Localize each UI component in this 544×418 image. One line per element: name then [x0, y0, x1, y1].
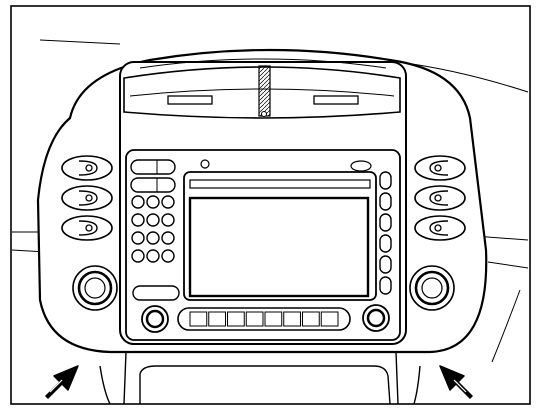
- left-side-buttons: [61, 155, 113, 241]
- function-button[interactable]: [132, 285, 180, 301]
- left-knob[interactable]: [72, 265, 118, 311]
- volume-knob[interactable]: [141, 305, 169, 333]
- arrow-bottom-left: [45, 365, 79, 399]
- softkey-right[interactable]: [379, 255, 392, 274]
- keypad-key[interactable]: [161, 231, 175, 245]
- keypad: [131, 195, 175, 263]
- preset-bar: [177, 307, 351, 331]
- keypad-key[interactable]: [131, 231, 145, 245]
- preset-button[interactable]: [264, 311, 283, 327]
- preset-button[interactable]: [208, 311, 226, 327]
- softkey-right[interactable]: [379, 171, 392, 190]
- eject-button[interactable]: [350, 160, 372, 172]
- vent-center-dot: [261, 111, 267, 117]
- cd-slot: [189, 179, 371, 189]
- indicator-led: [200, 159, 210, 169]
- softkey-right[interactable]: [379, 192, 392, 211]
- display-screen: [188, 196, 370, 298]
- preset-button[interactable]: [245, 311, 264, 327]
- vent-center-grille: [258, 65, 271, 117]
- vent-slot-left: [167, 95, 213, 105]
- preset-button[interactable]: [283, 311, 301, 327]
- arrow-bottom-right: [439, 365, 473, 399]
- air-vent-housing: [123, 58, 401, 119]
- softkey-right[interactable]: [379, 213, 392, 232]
- preset-button[interactable]: [302, 311, 320, 327]
- preset-button[interactable]: [189, 311, 208, 327]
- keypad-key[interactable]: [131, 213, 145, 227]
- side-button[interactable]: [414, 215, 466, 241]
- right-knob[interactable]: [409, 265, 455, 311]
- softkey-right[interactable]: [379, 276, 392, 295]
- side-button[interactable]: [61, 155, 113, 181]
- side-button[interactable]: [414, 155, 466, 181]
- keypad-key[interactable]: [146, 231, 160, 245]
- softkey-right[interactable]: [379, 234, 392, 253]
- right-softkeys: [379, 171, 392, 295]
- keypad-key[interactable]: [161, 213, 175, 227]
- right-side-buttons: [414, 155, 466, 241]
- preset-button[interactable]: [320, 311, 339, 327]
- keypad-key[interactable]: [161, 195, 175, 209]
- tuning-knob[interactable]: [362, 304, 390, 332]
- keypad-key[interactable]: [146, 249, 160, 263]
- softkey-left-2[interactable]: [130, 177, 176, 193]
- side-button[interactable]: [61, 185, 113, 211]
- side-button[interactable]: [414, 185, 466, 211]
- keypad-key[interactable]: [161, 249, 175, 263]
- side-button[interactable]: [61, 215, 113, 241]
- keypad-key[interactable]: [131, 249, 145, 263]
- vent-slot-right: [313, 95, 359, 105]
- keypad-key[interactable]: [146, 213, 160, 227]
- keypad-key[interactable]: [146, 195, 160, 209]
- preset-button[interactable]: [227, 311, 245, 327]
- left-softkeys: [130, 159, 176, 193]
- lower-console: [99, 351, 421, 405]
- keypad-key[interactable]: [131, 195, 145, 209]
- softkey-left-1[interactable]: [130, 159, 176, 175]
